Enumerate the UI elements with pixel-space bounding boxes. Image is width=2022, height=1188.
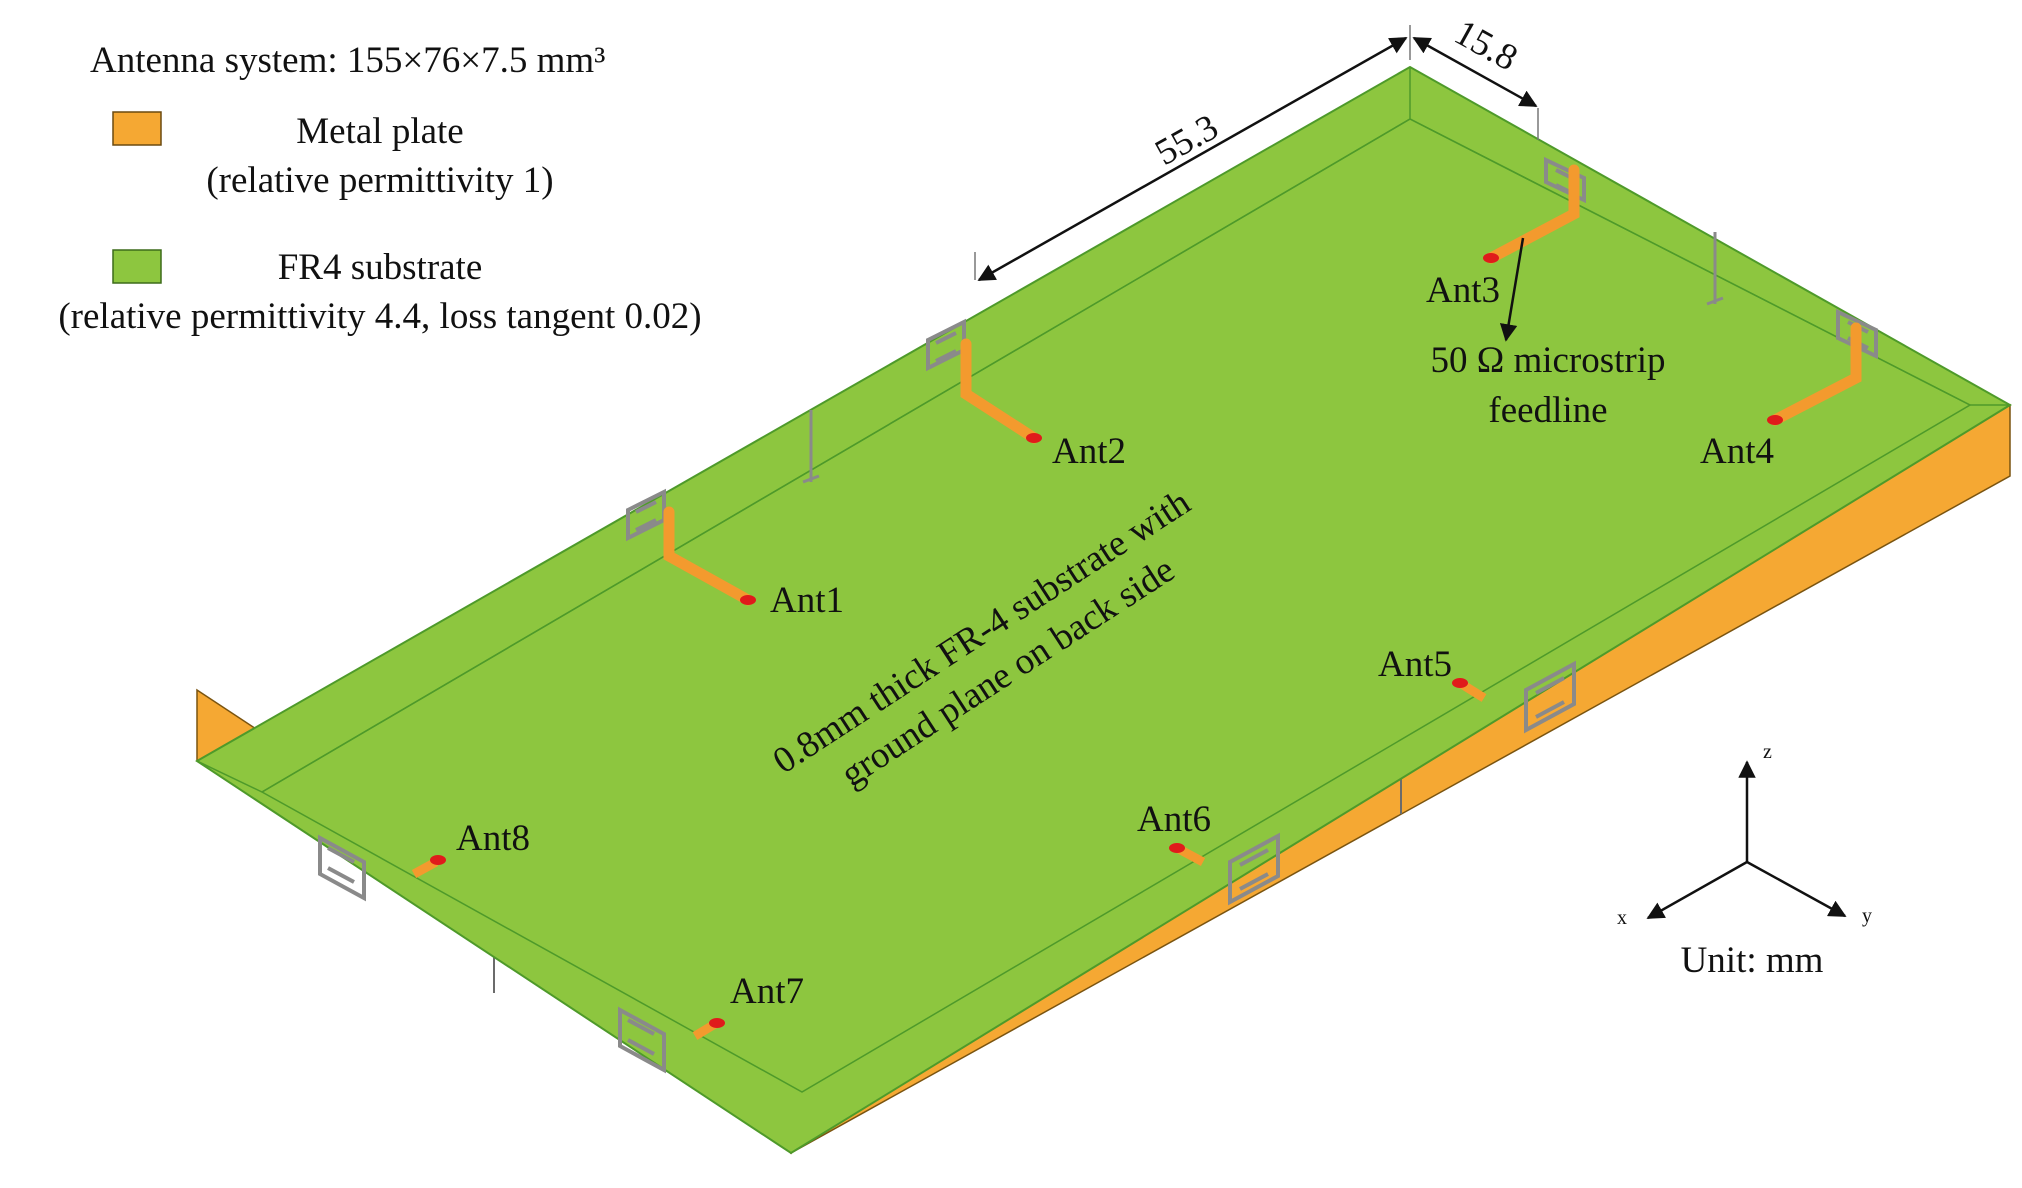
trace-left bbox=[802, 410, 820, 484]
antenna-1: Ant1 bbox=[626, 488, 844, 621]
ant2-feedline bbox=[960, 338, 1040, 444]
ant5-label: Ant5 bbox=[1378, 644, 1452, 685]
antenna-8: Ant8 bbox=[318, 818, 530, 902]
y-axis-label: y bbox=[1862, 905, 1872, 927]
dim-arrow-height bbox=[1412, 36, 1538, 108]
ant8-radiator bbox=[318, 834, 366, 902]
dim-arrow-width bbox=[977, 36, 1408, 282]
back-wall-traces bbox=[802, 232, 1724, 484]
ant2-label: Ant2 bbox=[1052, 431, 1126, 472]
ant8-port bbox=[430, 855, 446, 865]
ant6-radiator bbox=[1228, 832, 1280, 906]
antenna-7: Ant7 bbox=[618, 971, 804, 1074]
feedline-arrow bbox=[1499, 237, 1525, 342]
feedline-text-line2: feedline bbox=[1488, 390, 1607, 431]
fr4-note: (relative permittivity 4.4, loss tangent… bbox=[58, 296, 701, 337]
antenna-5: Ant5 bbox=[1378, 644, 1576, 734]
ant7-label: Ant7 bbox=[730, 971, 804, 1012]
antenna-2: Ant2 bbox=[926, 318, 1126, 472]
dim-width-label: 55.3 bbox=[1148, 107, 1225, 174]
fr4-swatch bbox=[112, 249, 162, 284]
ant8-label: Ant8 bbox=[456, 818, 530, 859]
ant3-feedline bbox=[1485, 164, 1580, 264]
ant4-feedline bbox=[1769, 322, 1862, 426]
ant1-feedline bbox=[663, 506, 754, 606]
x-axis-arrow bbox=[1646, 860, 1748, 920]
metal-plate-swatch bbox=[112, 111, 162, 146]
ant4-port bbox=[1767, 415, 1783, 425]
inner-corner-left bbox=[196, 760, 263, 793]
fr4-name: FR4 substrate bbox=[278, 247, 483, 288]
feedline-callout: 50 Ω microstrip feedline bbox=[1430, 237, 1666, 431]
ant6-port bbox=[1169, 843, 1185, 853]
ant2-port bbox=[1026, 433, 1042, 443]
ant3-label: Ant3 bbox=[1426, 270, 1500, 311]
ant4-label: Ant4 bbox=[1700, 431, 1774, 472]
ant5-radiator bbox=[1524, 660, 1576, 734]
x-axis-label: x bbox=[1617, 907, 1627, 929]
ant5-port bbox=[1452, 678, 1468, 688]
coordinate-axes: z x y Unit: mm bbox=[1617, 741, 1872, 981]
ant8-feedline bbox=[411, 858, 439, 878]
antenna-6: Ant6 bbox=[1137, 799, 1280, 906]
ant6-label: Ant6 bbox=[1137, 799, 1211, 840]
feedline-text-line1: 50 Ω microstrip bbox=[1430, 340, 1665, 381]
y-axis-arrow bbox=[1746, 860, 1847, 918]
ant1-label: Ant1 bbox=[770, 580, 844, 621]
metal-plate-name: Metal plate bbox=[296, 111, 463, 152]
legend: Antenna system: 155×76×7.5 mm³ Metal pla… bbox=[58, 40, 701, 337]
metal-plate-note: (relative permittivity 1) bbox=[206, 160, 553, 201]
dim-height-label: 15.8 bbox=[1448, 12, 1525, 79]
antenna-4: Ant4 bbox=[1700, 308, 1878, 472]
ant7-radiator bbox=[618, 1006, 666, 1074]
antenna-box bbox=[195, 65, 2012, 1155]
ant7-port bbox=[709, 1018, 725, 1028]
legend-title: Antenna system: 155×76×7.5 mm³ bbox=[90, 40, 605, 81]
trace-right bbox=[1706, 232, 1724, 306]
ant3-port bbox=[1483, 253, 1499, 263]
unit-label: Unit: mm bbox=[1681, 940, 1824, 981]
antenna-3: Ant3 bbox=[1426, 156, 1586, 311]
ant1-port bbox=[740, 595, 756, 605]
z-axis-label: z bbox=[1763, 741, 1772, 763]
